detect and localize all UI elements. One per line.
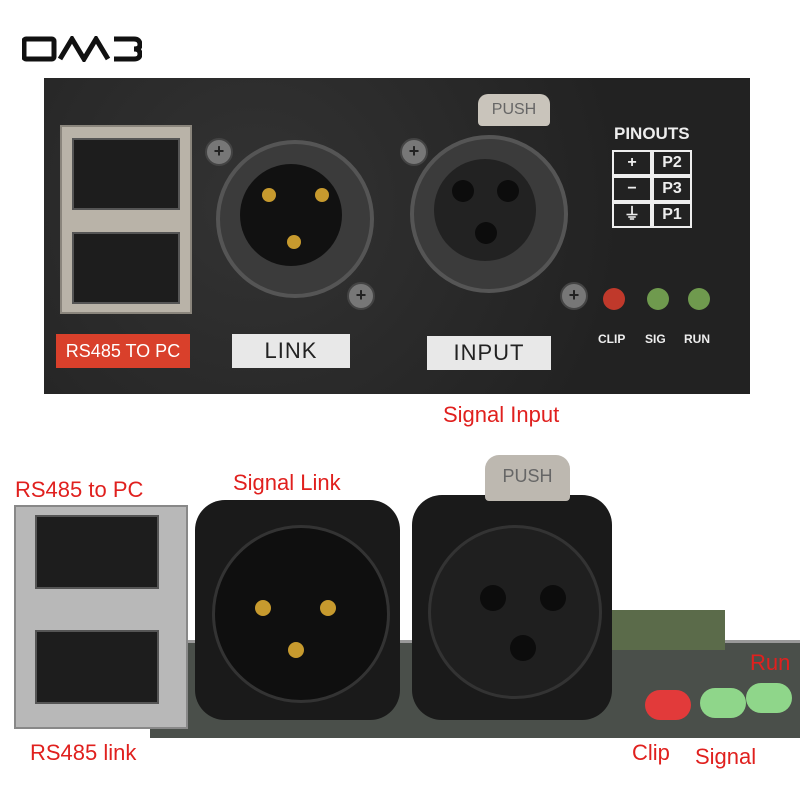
screw-icon: + [560, 282, 588, 310]
xlr-socket-hole [452, 180, 474, 202]
sig-led [647, 288, 669, 310]
xlr-female-insert [428, 525, 602, 699]
signal-input-annotation: Signal Input [443, 402, 560, 427]
xlr-pin [315, 188, 329, 202]
rj45-port-bottom [35, 630, 159, 704]
rs485-to-pc-tag: RS485 TO PC [56, 334, 190, 368]
clip-led [603, 288, 625, 310]
pinouts-table: + P2 − P3 ⏚ P1 [612, 150, 692, 228]
xlr-pin [255, 600, 271, 616]
rj45-port-top [72, 138, 180, 210]
screw-icon: + [347, 282, 375, 310]
xlr-pin [262, 188, 276, 202]
rs485-to-pc-annotation: RS485 to PC [15, 477, 144, 502]
pcb-module [600, 610, 725, 650]
signal-annotation: Signal [695, 744, 757, 769]
pinout-pin: P2 [652, 150, 692, 176]
push-tab[interactable]: PUSH [485, 455, 570, 501]
pinout-symbol: − [612, 176, 652, 202]
dmb-logo [21, 34, 143, 64]
link-label: LINK [232, 334, 350, 368]
xlr-male-insert [240, 164, 342, 266]
xlr-socket-hole [540, 585, 566, 611]
screw-icon: + [205, 138, 233, 166]
xlr-socket-hole [475, 222, 497, 244]
run-annotation: Run [750, 650, 791, 675]
run-led [688, 288, 710, 310]
clip-annotation: Clip [632, 740, 670, 765]
clip-led [645, 690, 691, 720]
xlr-pin [288, 642, 304, 658]
rs485-link-annotation: RS485 link [30, 740, 137, 765]
pinout-pin: P1 [652, 202, 692, 228]
xlr-male-insert [212, 525, 390, 703]
input-label: INPUT [427, 336, 551, 370]
pinout-pin: P3 [652, 176, 692, 202]
signal-led [700, 688, 746, 718]
pinouts-title: PINOUTS [614, 124, 690, 143]
rj45-port-top [35, 515, 159, 589]
screw-icon: + [400, 138, 428, 166]
xlr-socket-hole [480, 585, 506, 611]
run-led [746, 683, 792, 713]
ground-icon: ⏚ [612, 202, 652, 228]
clip-led-label: CLIP [598, 332, 626, 346]
sig-led-label: SIG [645, 332, 666, 346]
pinout-symbol: + [612, 150, 652, 176]
run-led-label: RUN [684, 332, 710, 346]
rj45-port-bottom [72, 232, 180, 304]
push-tab[interactable]: PUSH [478, 94, 550, 126]
xlr-pin [320, 600, 336, 616]
xlr-socket-hole [497, 180, 519, 202]
signal-link-annotation: Signal Link [233, 470, 341, 495]
xlr-pin [287, 235, 301, 249]
logo-graphic [21, 34, 143, 64]
xlr-female-insert [434, 159, 536, 261]
xlr-socket-hole [510, 635, 536, 661]
